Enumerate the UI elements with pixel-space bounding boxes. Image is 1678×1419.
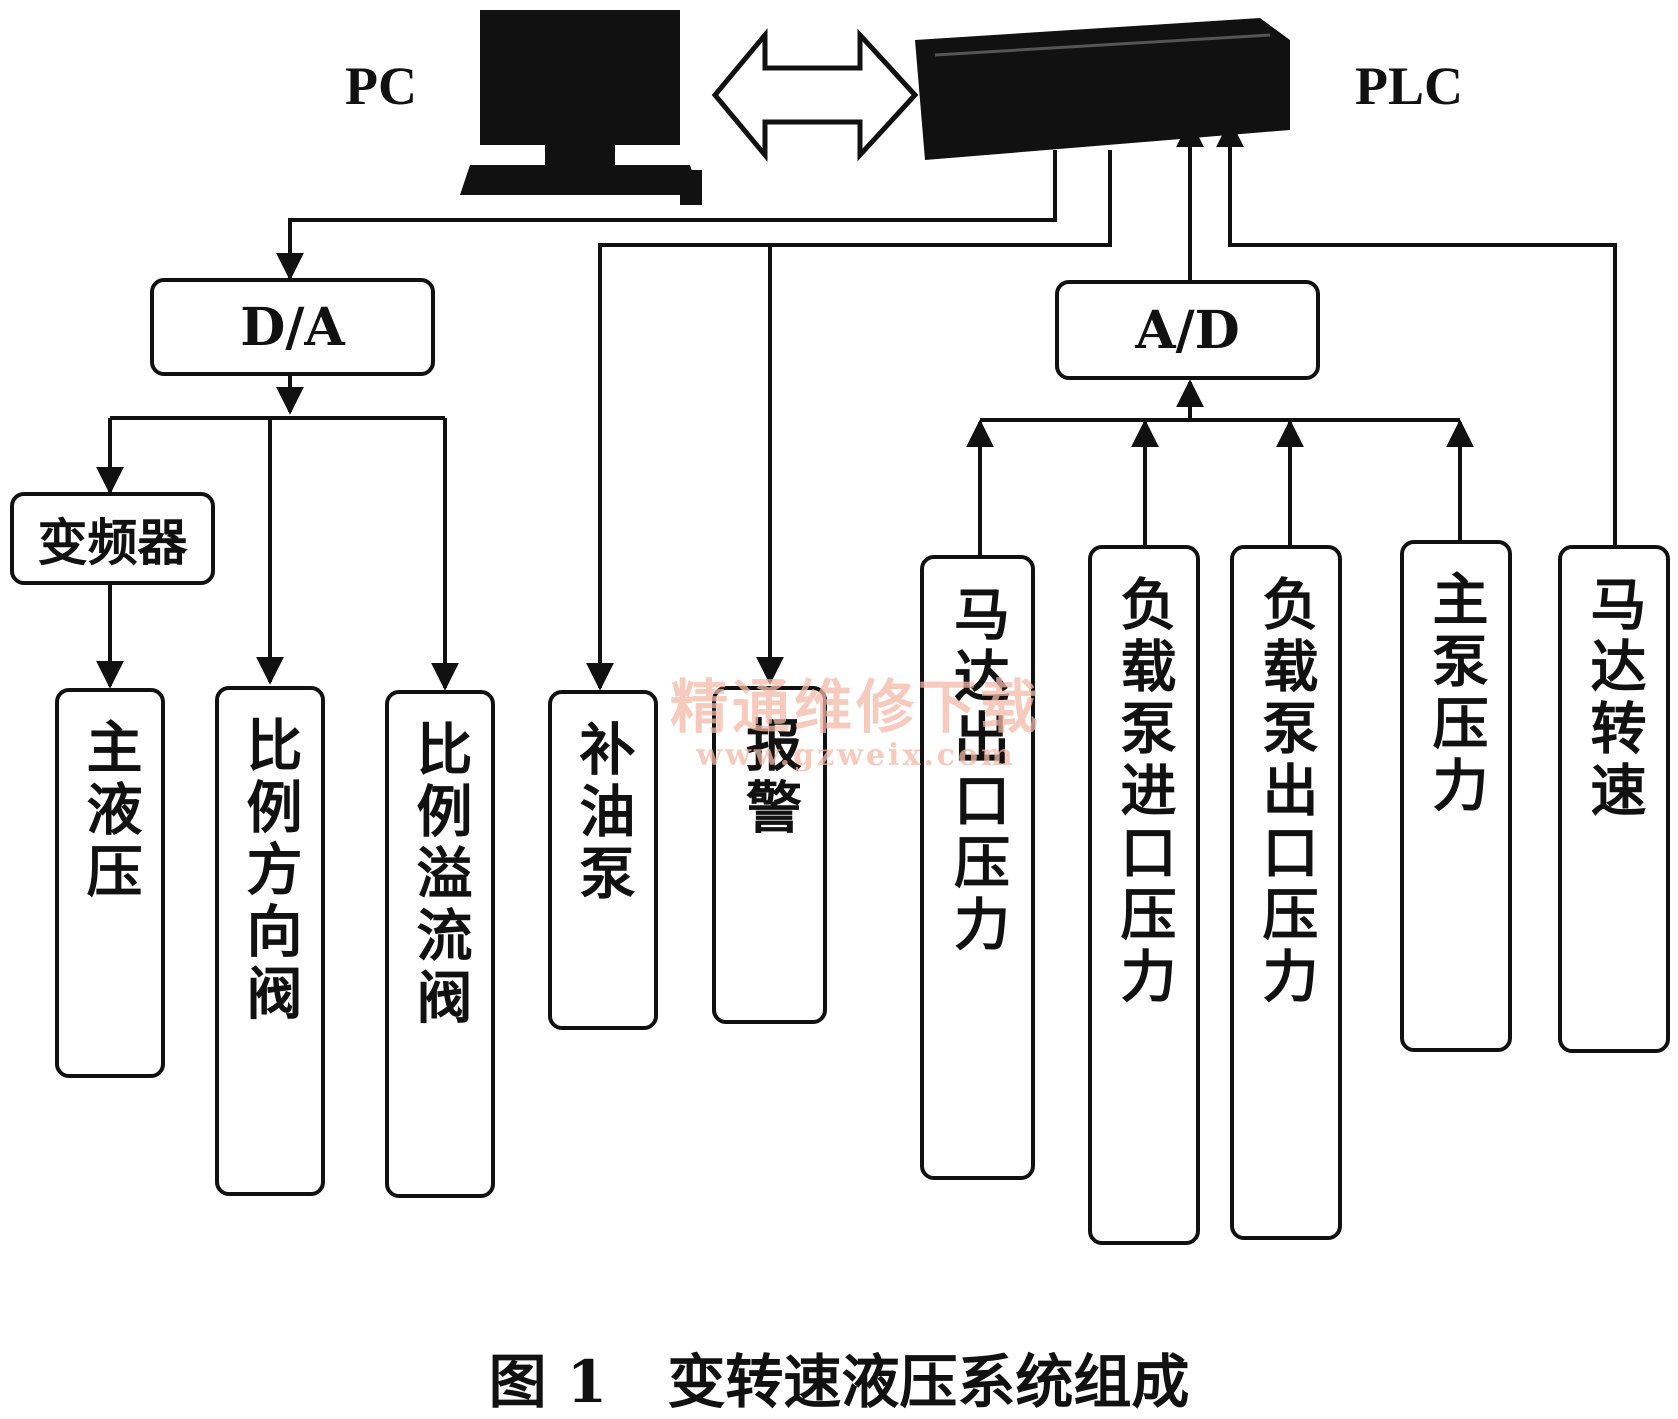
plc-to-da-line <box>276 150 1057 281</box>
prop-dir-valve-label: 比例方向阀 <box>237 716 303 1026</box>
inverter-box: 变频器 <box>10 492 215 585</box>
charge-pump-box: 补油泵 <box>548 690 658 1030</box>
pc-label: PC <box>345 56 417 116</box>
inverter-label: 变频器 <box>37 512 188 572</box>
load-pump-inlet-pressure-box: 负载泵进口压力 <box>1088 545 1200 1245</box>
main-pump-pressure-box: 主泵压力 <box>1400 540 1512 1052</box>
motor-outlet-pressure-box: 马达出口压力 <box>920 555 1035 1180</box>
prop-relief-valve-label: 比例溢流阀 <box>407 720 473 1030</box>
caption-number: 图 1 <box>488 1348 608 1416</box>
figure-caption: 图 1 变转速液压系统组成 <box>0 1335 1678 1419</box>
alarm-box: 报警 <box>712 686 827 1024</box>
motor-speed-box: 马达转速 <box>1558 545 1670 1053</box>
caption-text: 变转速液压系统组成 <box>667 1348 1190 1416</box>
prop-relief-valve-box: 比例溢流阀 <box>385 690 495 1198</box>
load-pump-outlet-pressure-box: 负载泵出口压力 <box>1230 545 1342 1240</box>
pc-plc-link-arrow <box>711 28 919 162</box>
main-hydraulic-label: 主液压 <box>77 718 143 904</box>
watermark-url: www.gzweix.com <box>696 738 1016 773</box>
load-pump-inlet-pressure-label: 负载泵进口压力 <box>1111 575 1177 1009</box>
plc-device-icon <box>915 18 1290 160</box>
plc-label: PLC <box>1355 56 1463 116</box>
ad-label: A/D <box>1135 299 1240 361</box>
plc-to-charge-pump-line <box>586 150 1112 691</box>
alarm-label: 报警 <box>736 716 803 840</box>
load-pump-outlet-pressure-label: 负载泵出口压力 <box>1253 575 1319 1009</box>
pc-computer-icon <box>460 10 702 205</box>
motor-outlet-pressure-label: 马达出口压力 <box>944 585 1011 957</box>
watermark-title: 精通维修下载 <box>670 673 1043 741</box>
main-hydraulic-box: 主液压 <box>55 688 165 1078</box>
da-converter-box: D/A <box>150 278 435 376</box>
da-label: D/A <box>240 296 345 358</box>
watermark: 精通维修下载 www.gzweix.com <box>670 660 1042 773</box>
main-pump-pressure-label: 主泵压力 <box>1423 570 1489 818</box>
charge-pump-label: 补油泵 <box>570 720 636 906</box>
motor-speed-label: 马达转速 <box>1581 575 1647 823</box>
motor-speed-to-plc-line <box>1216 119 1617 545</box>
prop-dir-valve-box: 比例方向阀 <box>215 686 325 1196</box>
ad-converter-box: A/D <box>1055 280 1320 380</box>
